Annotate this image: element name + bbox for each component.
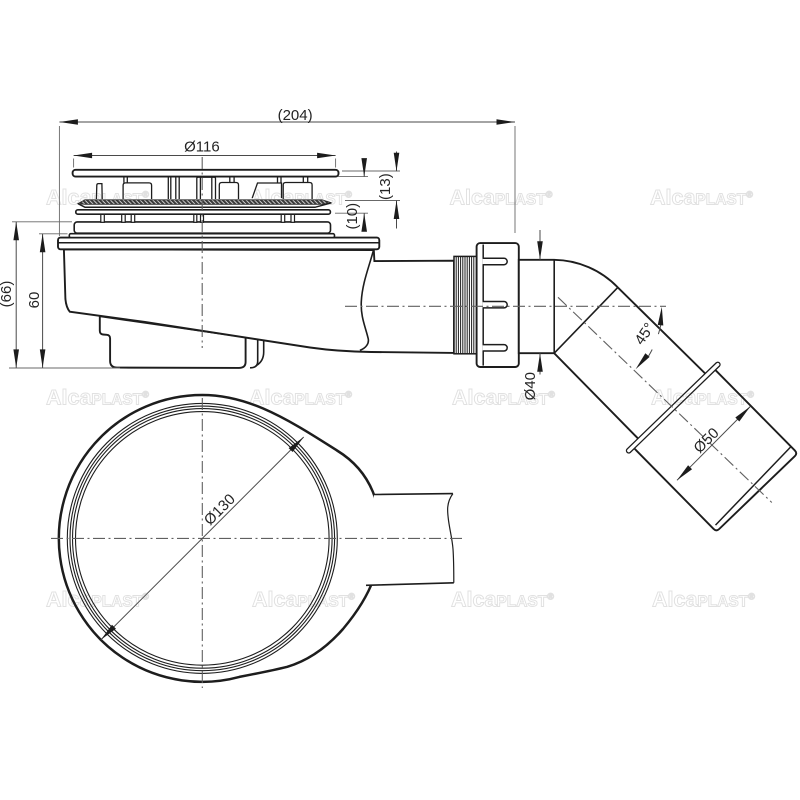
svg-text:(13): (13) xyxy=(377,173,394,200)
svg-text:AlcaPLAST®: AlcaPLAST® xyxy=(46,588,149,612)
svg-text:60: 60 xyxy=(26,292,43,309)
svg-text:Ø40: Ø40 xyxy=(522,372,539,400)
svg-text:(10): (10) xyxy=(344,203,361,230)
svg-text:Ø116: Ø116 xyxy=(184,139,220,156)
svg-text:(66): (66) xyxy=(0,281,15,308)
svg-text:(204): (204) xyxy=(278,107,313,124)
